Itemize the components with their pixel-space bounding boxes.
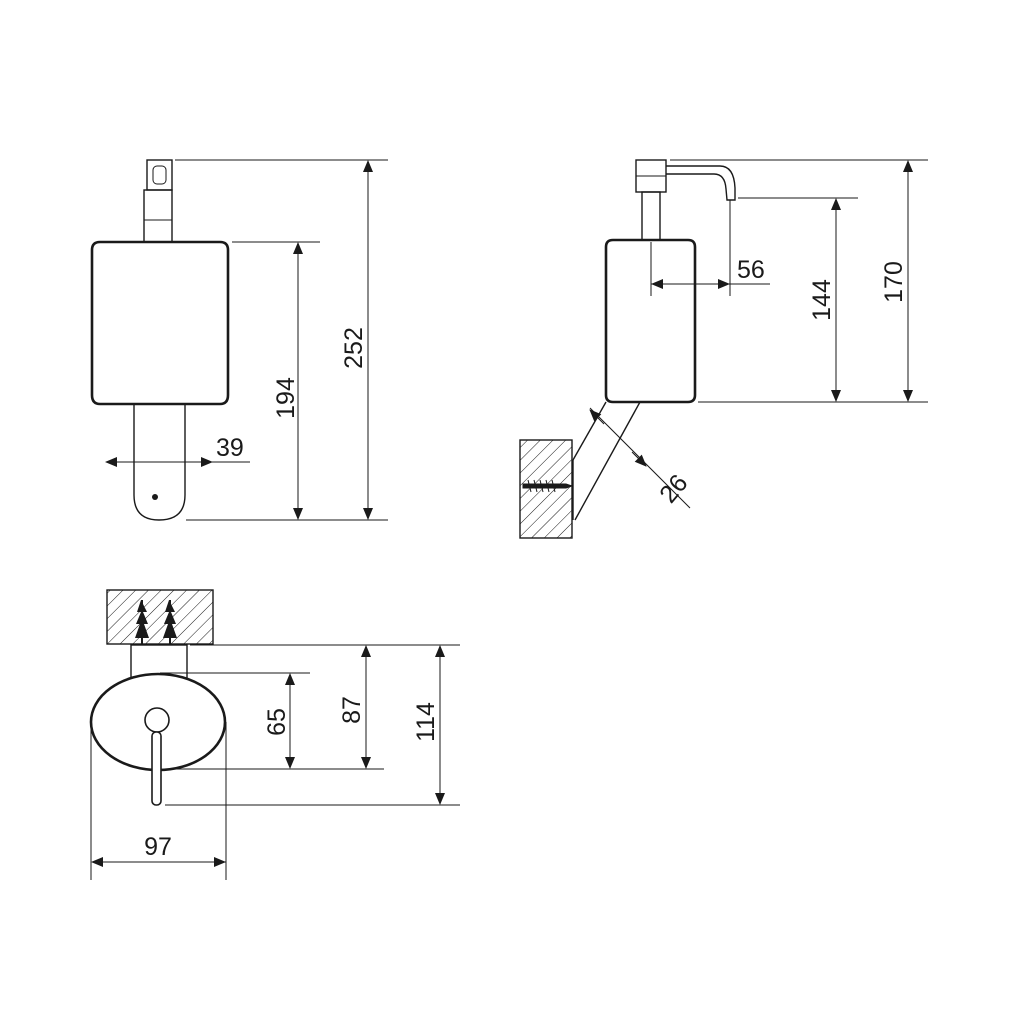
dim-65: 65	[263, 708, 291, 736]
side-pump-stem	[641, 191, 661, 241]
anchor-right	[163, 600, 177, 645]
side-view: 26 56 144 170	[519, 159, 928, 539]
mounting-hole	[152, 494, 158, 500]
spout	[666, 165, 736, 201]
top-view: 65 87 114 97	[89, 589, 460, 880]
dim-97: 97	[144, 833, 172, 861]
side-wall-hatch	[519, 439, 573, 539]
front-view: 39 194 252	[90, 159, 388, 521]
dim-26: 26	[654, 469, 693, 508]
dim-144: 144	[808, 279, 836, 321]
top-spout	[151, 731, 162, 806]
container-body	[90, 240, 230, 406]
pump-head	[146, 159, 173, 191]
top-pump-circle	[144, 707, 170, 733]
pump-stem	[143, 189, 173, 243]
wall-bracket	[133, 404, 186, 521]
dim-114: 114	[412, 702, 440, 742]
dim-170: 170	[880, 261, 908, 303]
dim-252: 252	[340, 327, 368, 369]
side-container-body	[604, 238, 697, 404]
dim-87: 87	[338, 696, 366, 724]
dim-194: 194	[272, 377, 300, 419]
top-wall-hatch	[106, 589, 214, 645]
anchor-left	[135, 600, 149, 645]
dim-56: 56	[737, 256, 765, 284]
dim-39: 39	[216, 434, 244, 462]
